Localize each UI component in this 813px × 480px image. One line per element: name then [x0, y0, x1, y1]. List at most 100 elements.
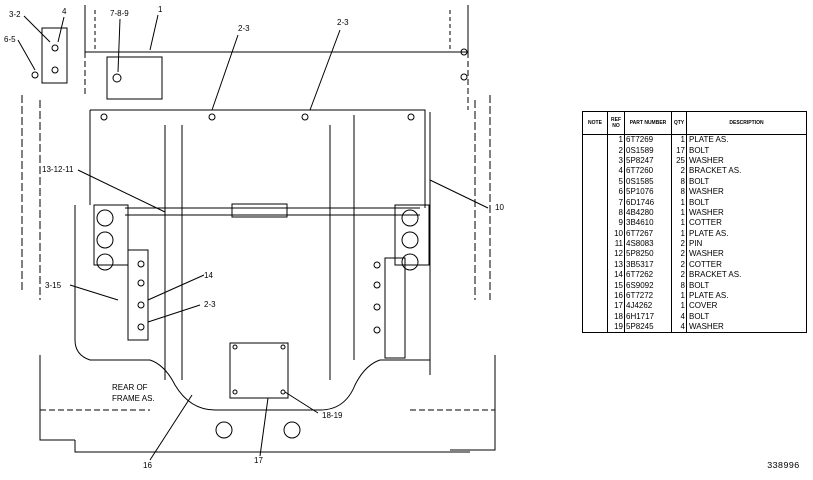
drawing-number: 338996 — [767, 461, 800, 471]
cell-desc: BOLT — [686, 280, 807, 291]
cell-ref: 14 — [607, 270, 625, 281]
cell-part: 6T7272 — [626, 291, 654, 301]
callout-2-3-top-right: 2-3 — [337, 18, 349, 27]
note-rear-line-2: FRAME AS. — [112, 394, 155, 403]
cell-note — [582, 207, 608, 219]
cell-note — [582, 186, 608, 198]
callout-16: 16 — [143, 461, 152, 470]
cell-note — [582, 145, 608, 156]
callout-4: 4 — [62, 7, 67, 16]
cell-qty: 1 — [671, 197, 687, 208]
callout-7-8-9: 7-8-9 — [110, 9, 129, 18]
cell-note — [582, 259, 608, 271]
cell-part: 6T7269 — [624, 134, 672, 146]
cell-qty: 1 — [671, 207, 687, 219]
cell-part: 0S1589 — [626, 145, 654, 155]
cell-qty: 25 — [671, 155, 687, 167]
cell-part: 5P8250 — [626, 249, 654, 259]
cell-ref: 2 — [607, 145, 625, 156]
cell-desc: BOLT — [686, 311, 807, 323]
cell-qty: 17 — [671, 145, 687, 156]
cell-qty: 2 — [671, 238, 687, 250]
cell-qty: 1 — [671, 228, 687, 239]
cell-qty: 2 — [671, 270, 687, 281]
cell-ref: 17 — [607, 301, 625, 312]
header-note: NOTE — [582, 111, 608, 135]
callout-3-2: 3-2 — [9, 10, 21, 19]
cell-desc: BOLT — [686, 176, 807, 187]
cell-qty: 8 — [671, 176, 687, 187]
cell-qty: 4 — [671, 311, 687, 323]
cell-desc: WASHER — [686, 155, 807, 167]
bracket-left-14 — [93, 204, 129, 266]
cell-part: 5P8247 — [626, 155, 654, 165]
cell-note — [582, 249, 608, 260]
cell-ref: 11 — [607, 238, 625, 250]
cell-part: 6S9092 — [626, 280, 654, 290]
cell-note — [582, 311, 608, 323]
cell-part: 4S8083 — [626, 239, 654, 249]
center-link — [231, 203, 288, 218]
cell-part: 6H1717 — [626, 311, 655, 321]
cell-part: 5P8245 — [624, 322, 672, 334]
main-plate — [89, 109, 426, 208]
cell-ref: 16 — [607, 290, 625, 302]
cell-desc: PIN — [686, 238, 807, 250]
note-rear-line-1: REAR OF — [112, 383, 148, 392]
cell-part: 6T7262 — [626, 270, 654, 280]
cell-note — [582, 166, 608, 177]
cell-ref: 9 — [607, 218, 625, 229]
bracket-left-4 — [41, 27, 68, 84]
callout-2-3-top-left: 2-3 — [238, 24, 250, 33]
cell-desc: PLATE AS. — [686, 134, 807, 146]
cell-part: 3B4610 — [626, 218, 654, 228]
cell-desc: PLATE AS. — [686, 228, 807, 239]
cell-desc: COTTER — [686, 218, 807, 229]
cell-desc: COVER — [686, 301, 807, 312]
cell-qty: 2 — [671, 166, 687, 177]
callout-14: 14 — [204, 271, 213, 280]
cell-desc: WASHER — [686, 186, 807, 198]
cell-qty: 1 — [671, 301, 687, 312]
cell-note — [582, 322, 608, 334]
cell-part: 5P1076 — [626, 187, 654, 197]
cell-part: 4J4262 — [626, 301, 653, 311]
cell-note — [582, 238, 608, 250]
cell-ref: 4 — [607, 166, 625, 177]
cell-desc: BOLT — [686, 197, 807, 208]
cell-part: 4B4280 — [626, 207, 654, 217]
callout-17: 17 — [254, 456, 263, 465]
cell-note — [582, 301, 608, 312]
cell-desc: WASHER — [686, 207, 807, 219]
header-ref: REF NO — [607, 111, 625, 135]
parts-list-table: NOTE REF NO PART NUMBER QTY DESCRIPTION … — [582, 111, 807, 334]
cell-ref: 5 — [607, 176, 625, 187]
cell-note — [582, 270, 608, 281]
cell-part: 6D1746 — [626, 197, 655, 207]
cell-desc: WASHER — [686, 249, 807, 260]
callout-10: 10 — [495, 203, 504, 212]
cell-ref: 10 — [607, 228, 625, 239]
cell-desc: WASHER — [686, 322, 807, 334]
cell-note — [582, 280, 608, 291]
lower-frame-plate — [74, 205, 430, 411]
cell-part: 6T7267 — [626, 228, 654, 238]
cell-qty: 1 — [671, 134, 687, 146]
bracket-right-14 — [394, 204, 430, 266]
callout-13-12-11: 13-12-11 — [42, 165, 74, 174]
cell-part: 0S1585 — [626, 176, 654, 186]
cell-desc: PLATE AS. — [686, 290, 807, 302]
